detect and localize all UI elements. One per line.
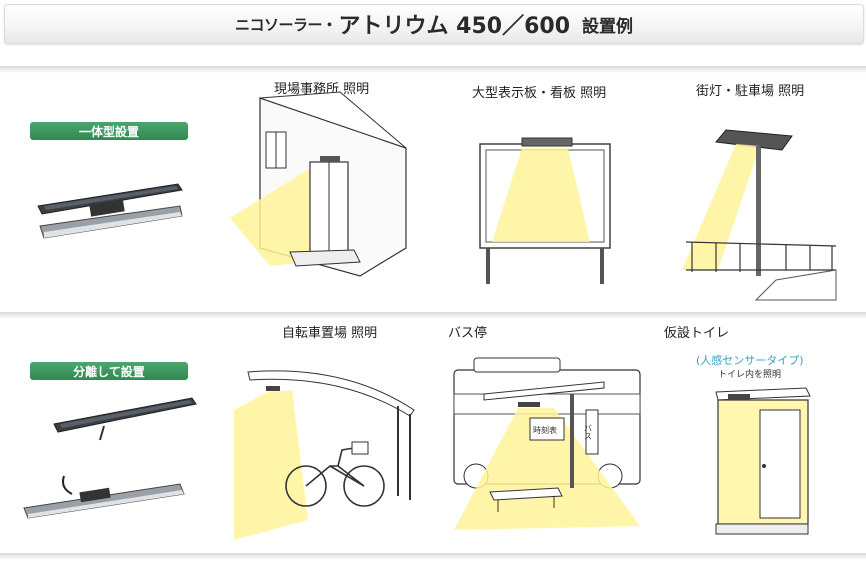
bus-sign-text: バス xyxy=(584,424,593,440)
divider-middle xyxy=(0,312,866,319)
divider-bottom xyxy=(0,553,866,560)
bicycle-parking-illustration xyxy=(234,370,415,540)
sensor-sub-note: トイレ内を照明 xyxy=(718,370,782,380)
portable-toilet-illustration xyxy=(715,387,811,535)
badge-separated: 分離して設置 xyxy=(30,362,188,380)
streetlight-illustration xyxy=(682,129,837,301)
site-office-illustration xyxy=(230,91,407,277)
separated-panel-product xyxy=(53,397,197,441)
title-prefix: ニコソーラー・ xyxy=(234,15,337,34)
bus-stop-illustration: 時刻表 バス xyxy=(453,357,641,530)
badge-integrated: 一体型設置 xyxy=(30,122,188,140)
scene-label-bus-stop: バス停 xyxy=(448,326,488,341)
scene-label-streetlight: 街灯・駐車場 照明 xyxy=(696,84,805,99)
separated-lamp-product xyxy=(23,475,185,519)
scene-label-toilet: 仮設トイレ xyxy=(664,326,730,341)
scene-label-bicycle: 自転車置場 照明 xyxy=(282,326,378,341)
timetable-sign-text: 時刻表 xyxy=(533,425,557,435)
divider-top xyxy=(0,66,866,73)
title-main: アトリウム 450／600 xyxy=(338,14,571,39)
scene-label-site-office: 現場事務所 照明 xyxy=(274,82,370,97)
sensor-type-note: (人感センサータイプ) xyxy=(696,354,804,367)
integrated-light-product xyxy=(37,183,183,239)
scene-label-signboard: 大型表示板・看板 照明 xyxy=(472,86,607,101)
signboard-illustration xyxy=(479,137,611,284)
title-suffix: 設置例 xyxy=(582,16,634,37)
page-header: ニコソーラー・ アトリウム 450／600 設置例 xyxy=(4,4,864,44)
